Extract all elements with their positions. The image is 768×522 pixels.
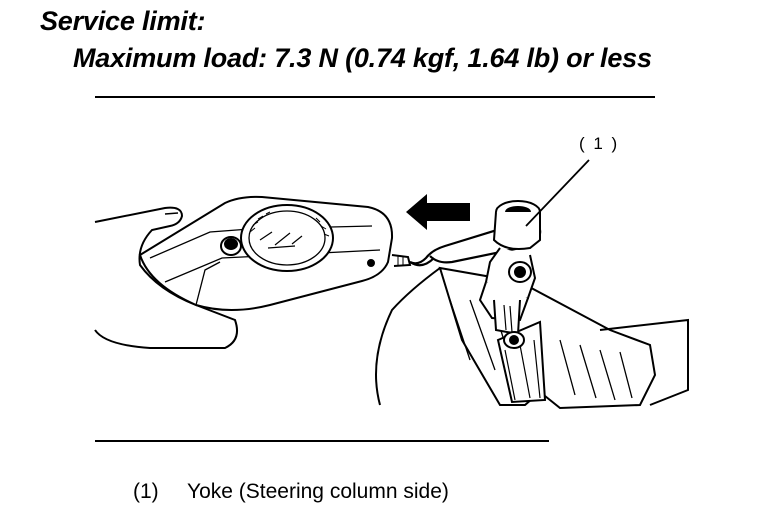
pull-direction-arrow-icon xyxy=(406,194,470,230)
spec-maximum-load: Maximum load: 7.3 N (0.74 kgf, 1.64 lb) … xyxy=(73,43,652,73)
steering-column-support xyxy=(438,266,689,410)
divider-bottom xyxy=(95,440,549,442)
steering-yoke xyxy=(478,200,541,349)
legend-text: Yoke (Steering column side) xyxy=(187,480,449,503)
spec-title: Service limit: xyxy=(40,6,206,36)
divider-top xyxy=(95,96,655,98)
spring-scale xyxy=(138,195,412,311)
legend-item: (1) Yoke (Steering column side) xyxy=(133,480,449,504)
callout-label-1: ( 1 ) xyxy=(579,134,620,153)
frame-edge xyxy=(375,267,441,406)
callout-leader-line xyxy=(525,159,590,227)
legend-number: (1) xyxy=(133,480,159,503)
hand-holding-scale xyxy=(94,206,238,349)
